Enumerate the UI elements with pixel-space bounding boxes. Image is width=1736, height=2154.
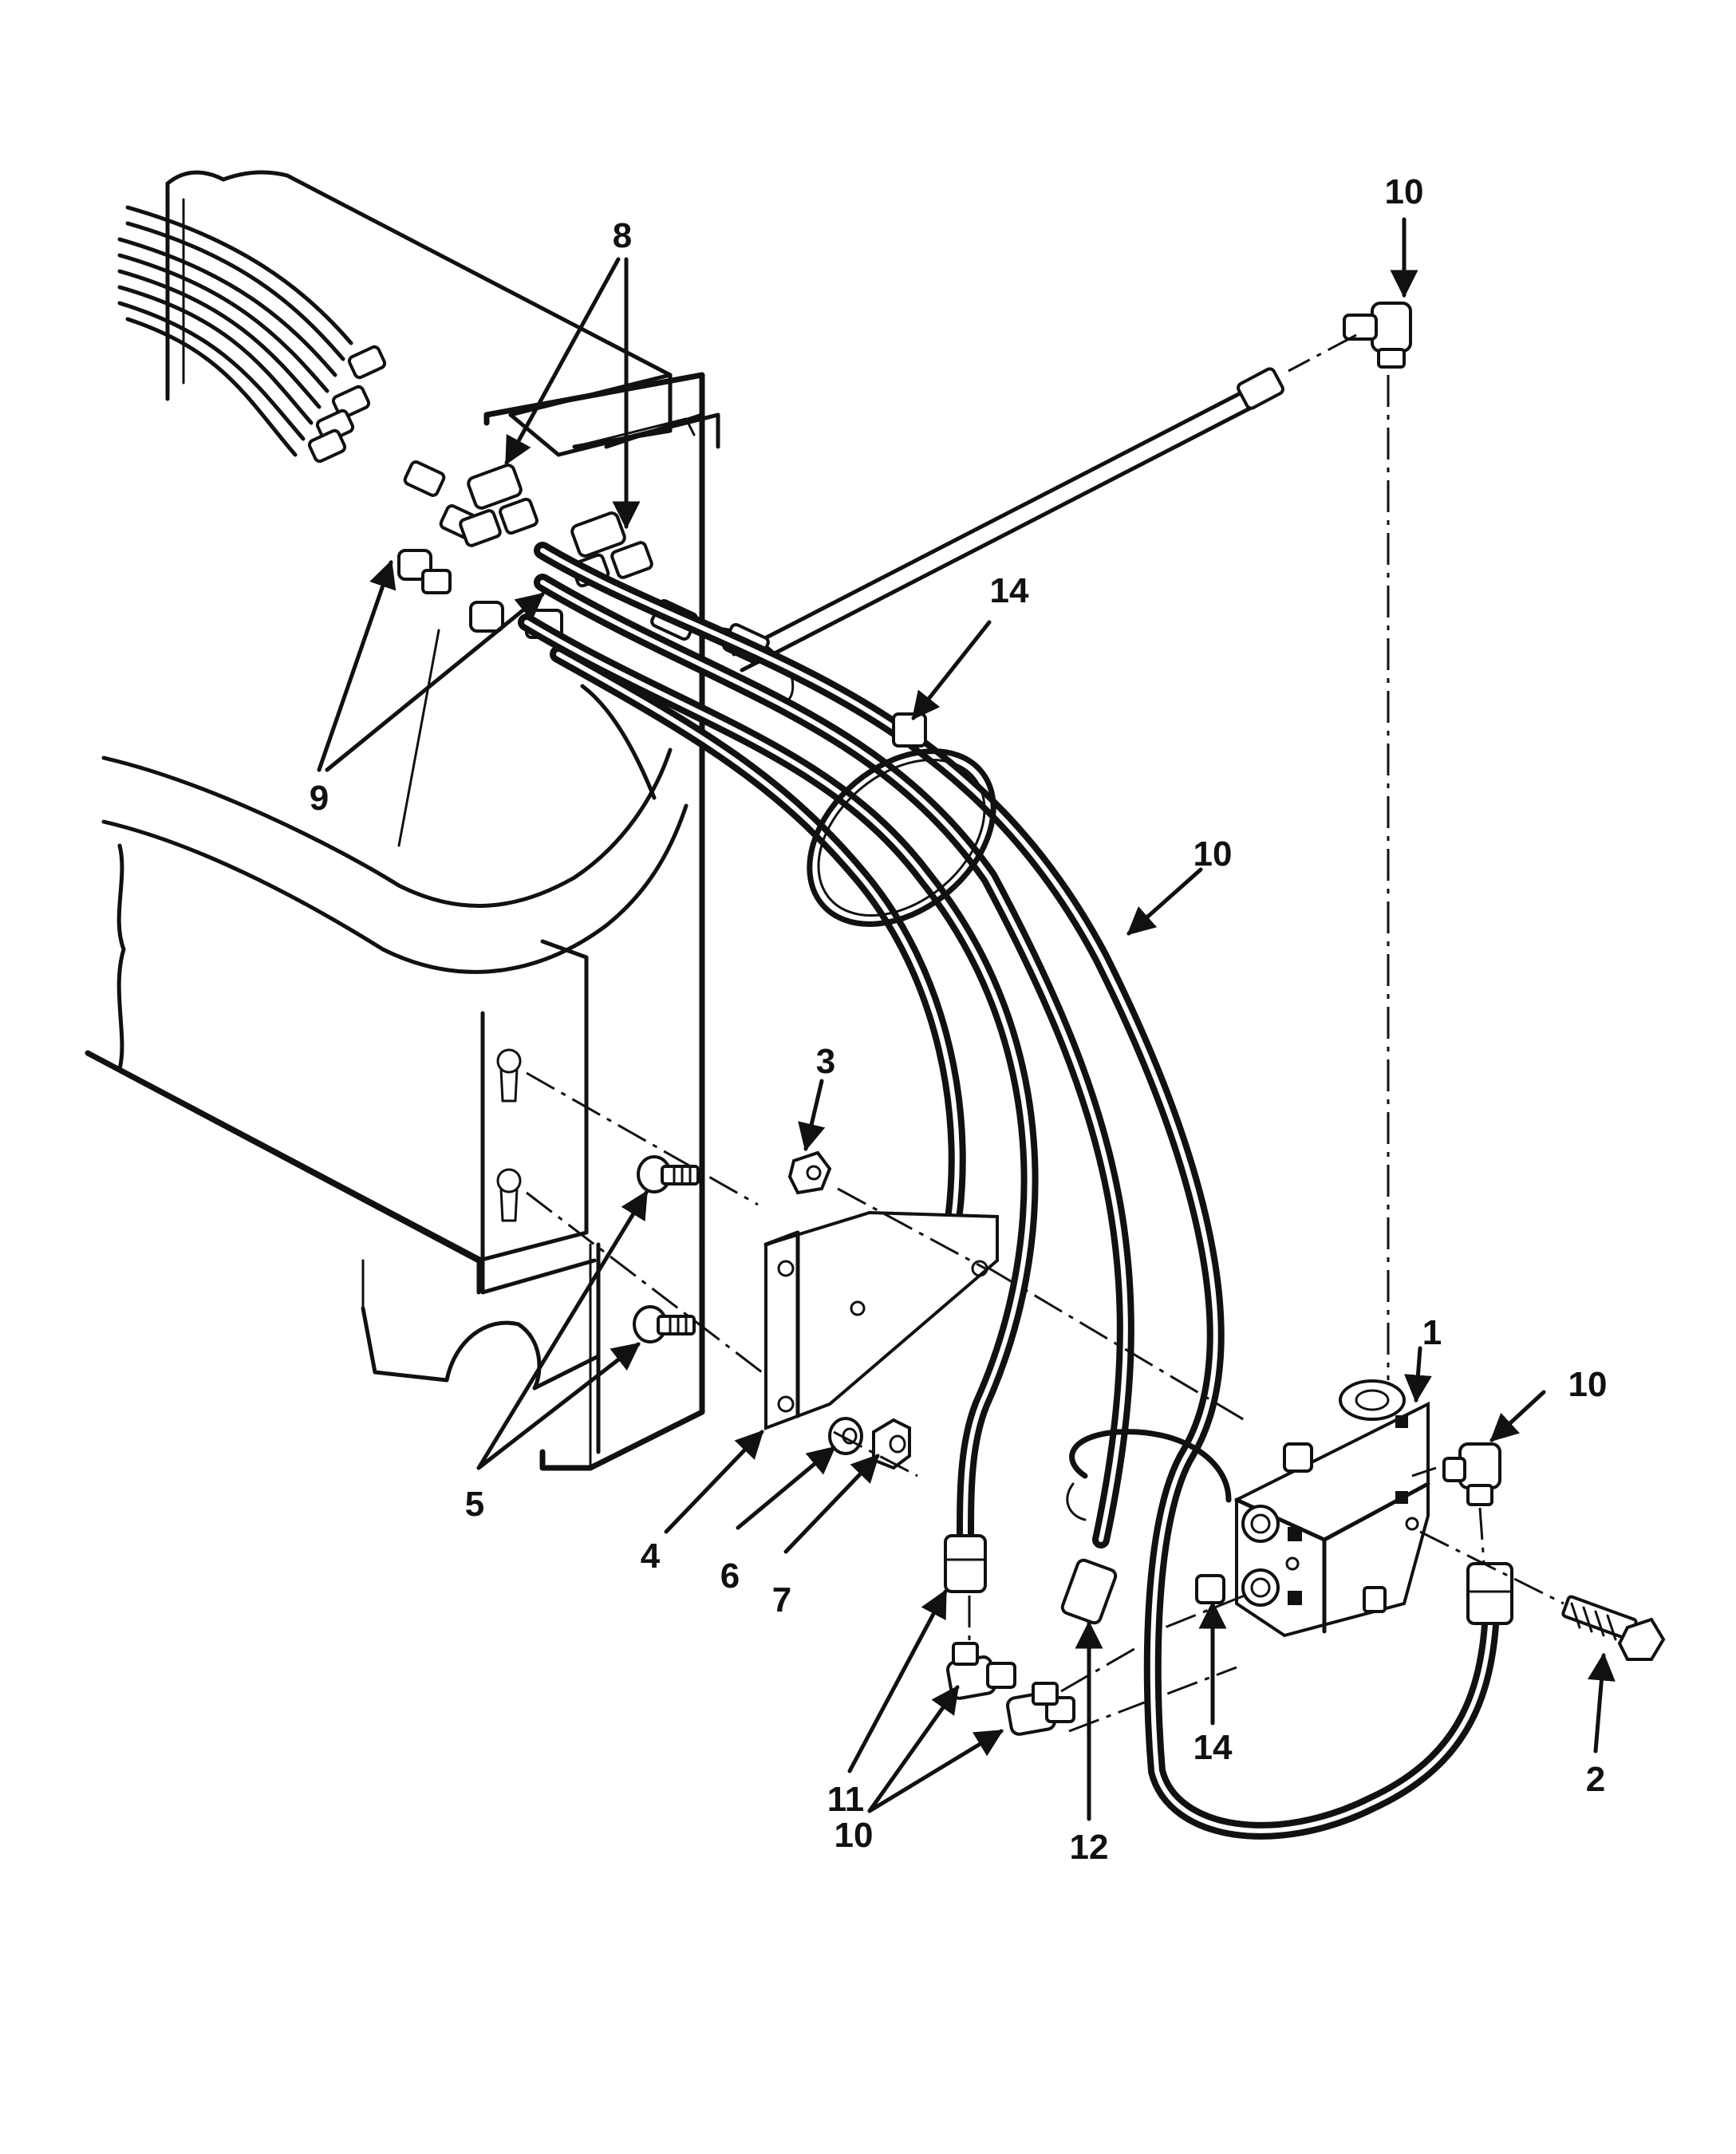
rigid-tube-bundle <box>117 205 353 457</box>
hose-12-end-fitting <box>1060 1558 1118 1625</box>
callout-5: 5 <box>465 1485 484 1524</box>
upper-frame-bracket <box>165 170 720 457</box>
assembly-centerlines <box>526 333 1564 1733</box>
elbow-fitting-upper <box>397 549 452 594</box>
callout-10-bottom: 10 <box>834 1816 874 1855</box>
curved-frame-tube <box>101 629 688 974</box>
callout-9: 9 <box>310 779 329 818</box>
screw-upper <box>637 1155 700 1193</box>
elbow-fitting-top <box>1343 302 1412 369</box>
callout-10-right: 10 <box>1568 1365 1608 1404</box>
control-valve <box>1234 1379 1430 1638</box>
hose-11-end-fitting <box>1466 1562 1513 1625</box>
callout-4: 4 <box>641 1537 661 1576</box>
mounting-plate <box>763 1210 999 1430</box>
hose-extra <box>550 645 966 1253</box>
hose-12 <box>534 574 1134 1548</box>
callout-8: 8 <box>613 216 632 255</box>
leader-lines <box>317 217 1616 1821</box>
callout-14-upper: 14 <box>990 571 1029 610</box>
elbow-fitting-bottom-right <box>1006 1682 1075 1736</box>
tee-fitting-left <box>459 464 539 547</box>
callout-7: 7 <box>772 1580 791 1619</box>
callout-12: 12 <box>1070 1828 1109 1867</box>
vertical-post <box>483 372 705 1471</box>
tee-fitting-right <box>570 511 653 588</box>
callout-14-lower: 14 <box>1194 1728 1233 1767</box>
hose-13 <box>518 613 1039 1548</box>
screw-lower <box>633 1305 696 1343</box>
bolt-2 <box>1561 1595 1666 1661</box>
keyhole-slot-upper <box>496 1048 522 1103</box>
callout-13: 11 <box>827 1780 865 1819</box>
callout-2: 2 <box>1586 1760 1605 1799</box>
hose-clamp-lower <box>1066 1429 1232 1604</box>
keyhole-slot-lower <box>496 1168 522 1222</box>
callout-3: 3 <box>816 1042 835 1081</box>
callout-6: 6 <box>720 1556 740 1596</box>
elbow-fitting-right <box>1442 1442 1501 1506</box>
washer-6 <box>828 1417 863 1455</box>
tube-fittings <box>307 345 482 541</box>
hose-13-end-fitting <box>944 1534 987 1593</box>
callout-10-top: 10 <box>1385 172 1424 211</box>
hose-11 <box>534 542 1501 1840</box>
callout-1: 1 <box>1422 1313 1442 1352</box>
nut-7 <box>872 1418 911 1470</box>
callout-labels: 10 8 14 9 10 3 1 10 5 4 6 7 11 14 2 10 1… <box>310 172 1608 1867</box>
lower-frame-beam <box>85 843 601 1391</box>
hose-clamp-upper <box>807 712 996 927</box>
elbow-fitting-bottom-left <box>946 1642 1016 1700</box>
callout-11: 10 <box>1194 834 1233 874</box>
nut-3 <box>787 1150 832 1195</box>
